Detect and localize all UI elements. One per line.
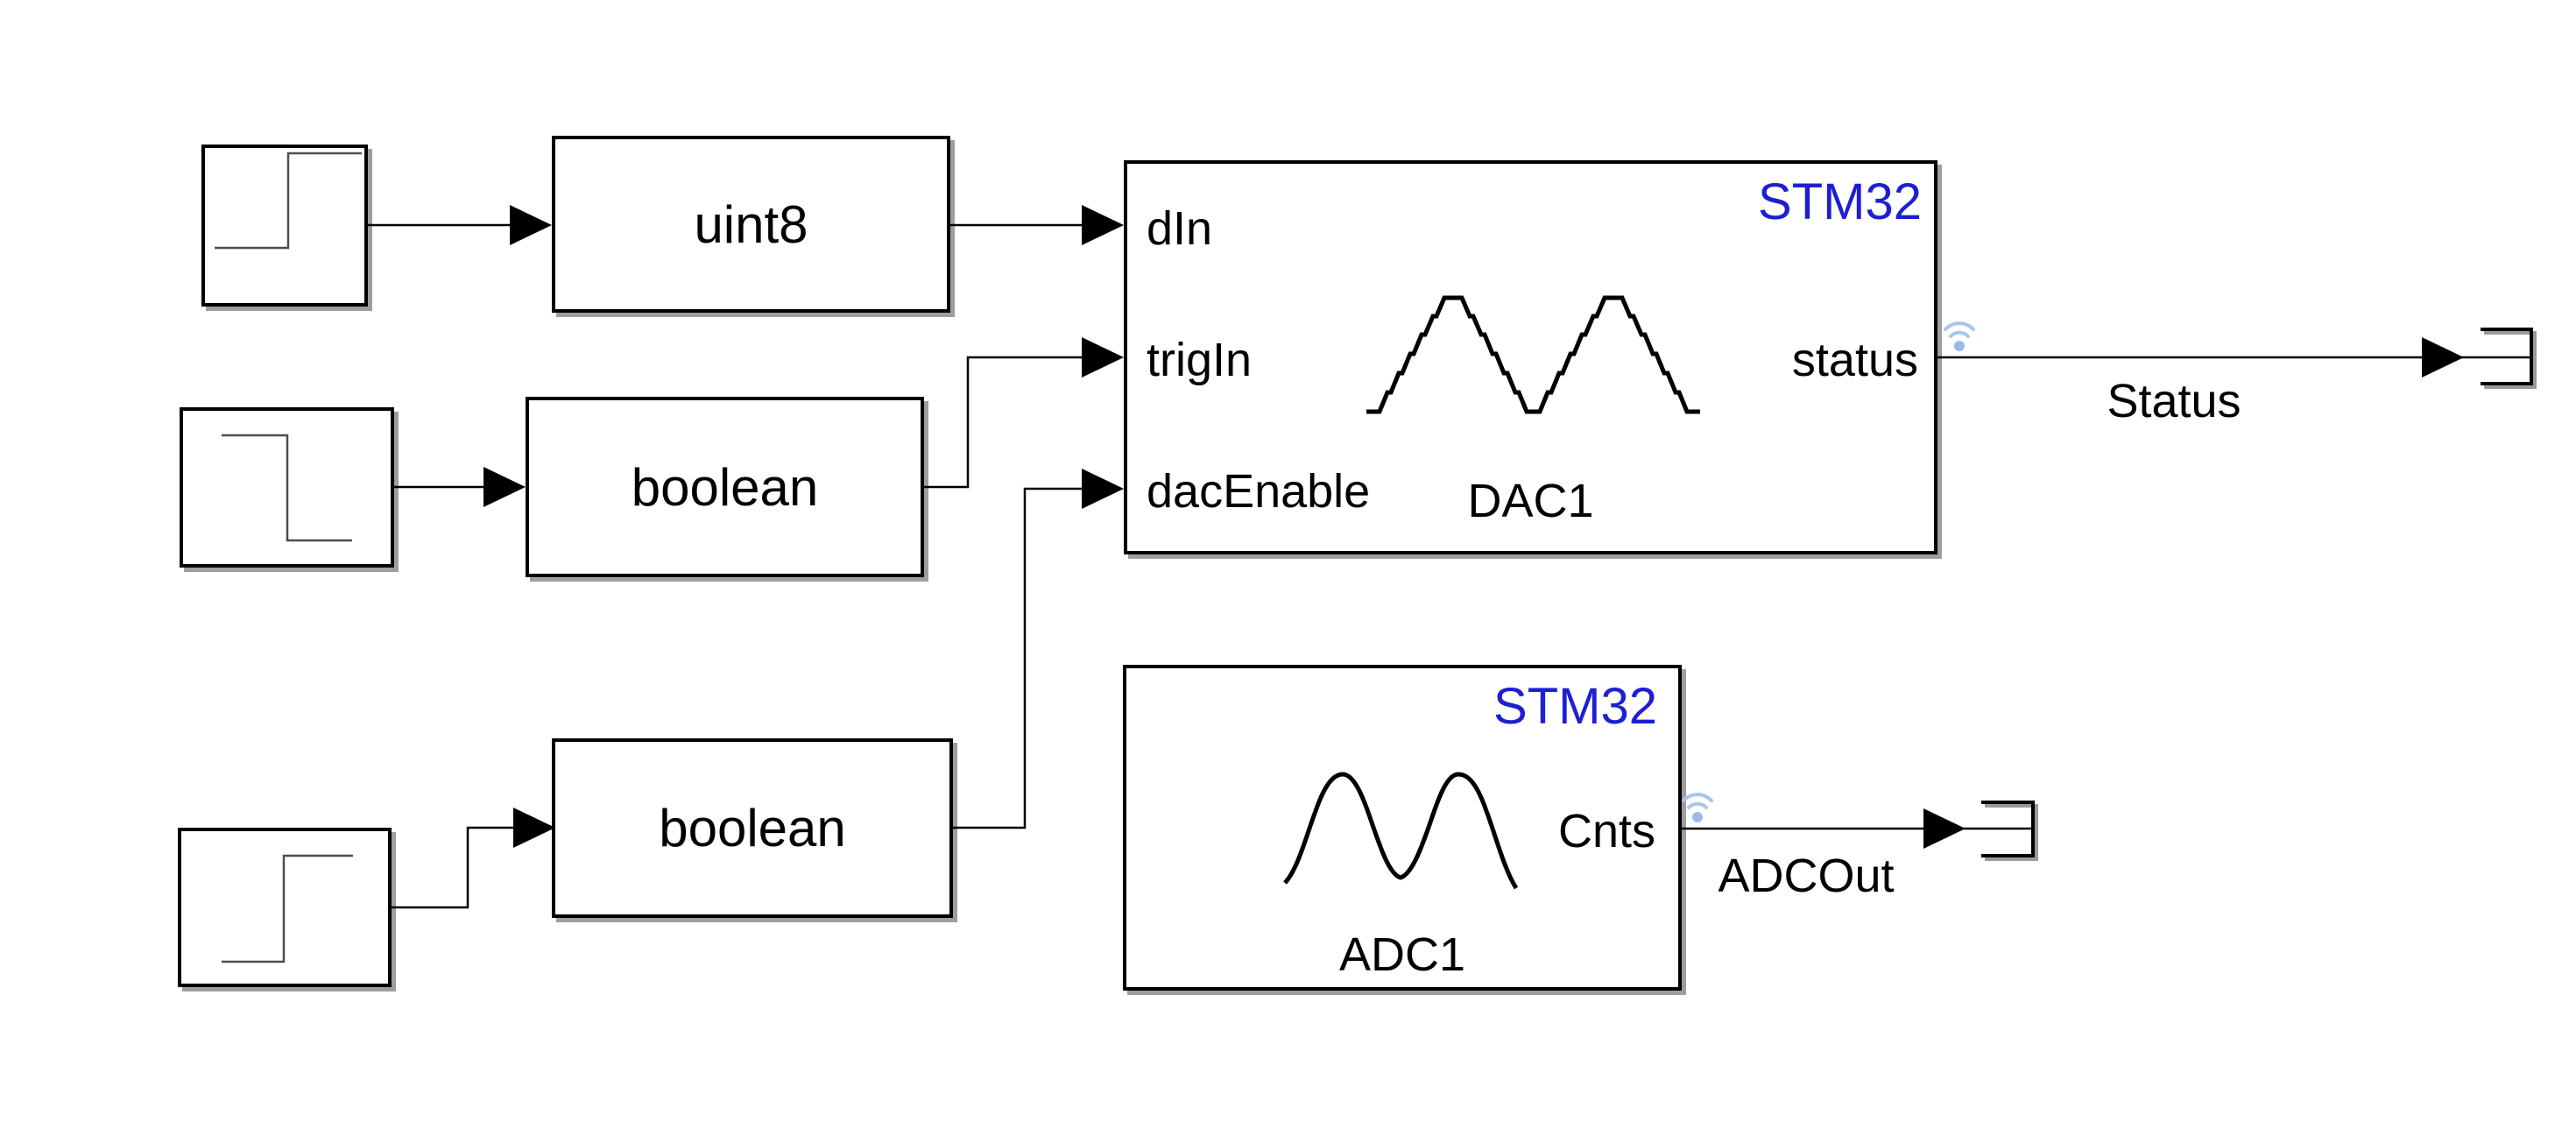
boolean-label: boolean bbox=[631, 457, 819, 517]
stm32-adc1-block[interactable]: STM32 Cnts ADC1 bbox=[1123, 665, 1682, 991]
data-type-conversion-boolean-block-top[interactable]: boolean bbox=[526, 397, 924, 577]
arrow-icon bbox=[1923, 808, 1966, 849]
step-source-block-3[interactable] bbox=[178, 828, 392, 987]
terminator-block-adcout[interactable] bbox=[1981, 801, 2035, 857]
boolean-label: boolean bbox=[659, 799, 846, 857]
port-label-dacenable: dacEnable bbox=[1147, 464, 1371, 518]
wire-step3-to-boolean[interactable] bbox=[392, 826, 517, 909]
data-type-conversion-uint8-block[interactable]: uint8 bbox=[552, 136, 950, 313]
input-arrow-icon bbox=[1082, 469, 1124, 509]
wire-boolean-to-trigin[interactable] bbox=[924, 356, 1085, 489]
port-label-status: status bbox=[1791, 333, 1918, 386]
port-label-cnts: Cnts bbox=[1557, 804, 1655, 857]
wire-boolean-to-dacenable[interactable] bbox=[953, 487, 1085, 829]
terminator-block-status[interactable] bbox=[2481, 328, 2533, 385]
input-arrow-icon bbox=[483, 467, 526, 507]
input-arrow-icon bbox=[510, 205, 552, 245]
step-source-block-2[interactable] bbox=[180, 407, 394, 568]
stm32-vendor-label: STM32 bbox=[1493, 678, 1657, 735]
data-type-conversion-boolean-block-bottom[interactable]: boolean bbox=[552, 738, 953, 918]
input-arrow-icon bbox=[1082, 337, 1124, 378]
step-source-block-1[interactable] bbox=[201, 145, 368, 307]
terminator-shadow bbox=[2484, 331, 2537, 389]
input-arrow-icon bbox=[1082, 205, 1124, 245]
stm32-dac1-block[interactable]: STM32 dIn trigIn dacEnable status DAC1 bbox=[1124, 160, 1937, 554]
dac1-name-label: DAC1 bbox=[1467, 475, 1594, 527]
signal-label-status[interactable]: Status bbox=[2107, 375, 2241, 427]
wireless-annotation-icon[interactable] bbox=[1944, 321, 1975, 351]
port-label-trigin: trigIn bbox=[1147, 333, 1253, 386]
uint8-label: uint8 bbox=[694, 194, 808, 254]
arrow-icon bbox=[2422, 337, 2464, 378]
input-arrow-icon bbox=[513, 808, 555, 848]
adc1-name-label: ADC1 bbox=[1338, 928, 1466, 981]
signal-label-adcout[interactable]: ADCOut bbox=[1718, 850, 1895, 902]
port-label-din: dIn bbox=[1147, 201, 1213, 255]
wireless-annotation-icon[interactable] bbox=[1682, 793, 1713, 822]
terminator-shadow bbox=[1985, 804, 2038, 861]
stm32-vendor-label: STM32 bbox=[1758, 173, 1922, 230]
